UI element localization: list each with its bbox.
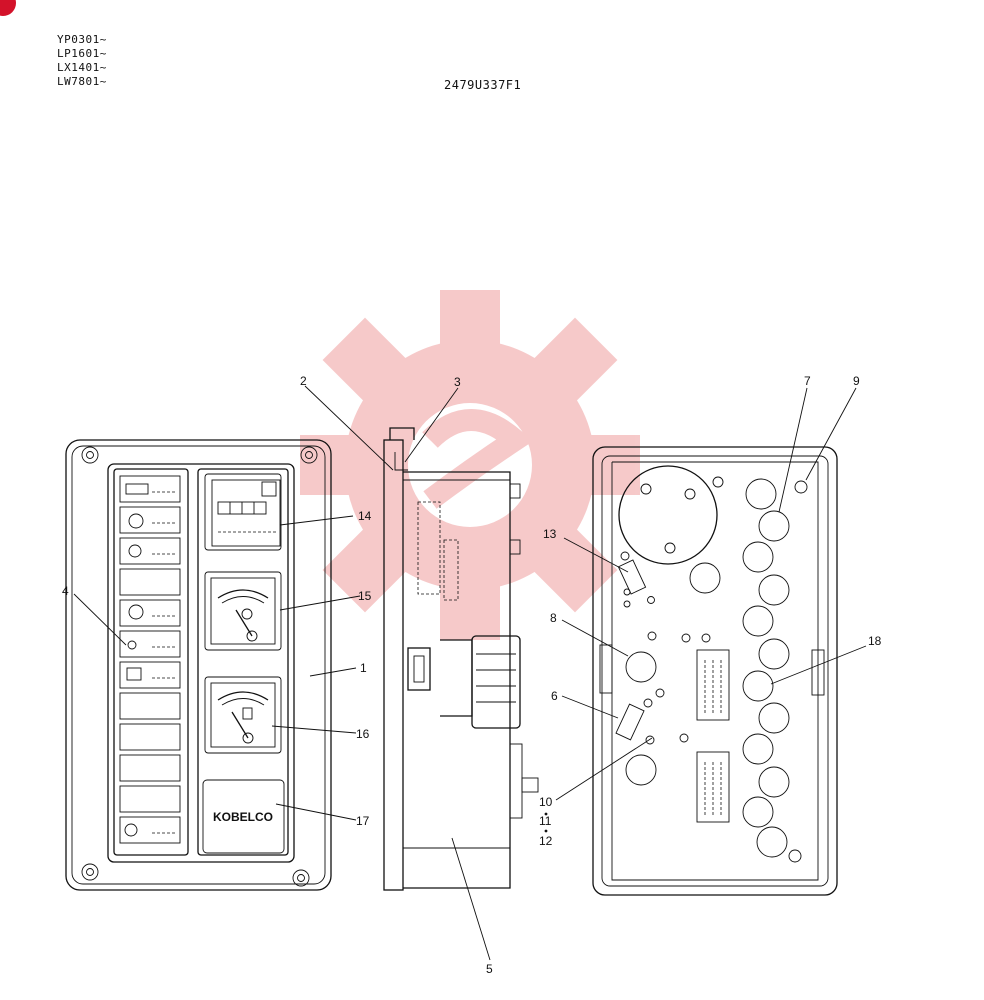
callout-16: 16 [356,727,370,741]
callout-18: 18 [868,634,882,648]
callout-12: 12 [539,834,553,848]
panel-rear-view [592,446,838,896]
front-panel: KOBELCO [65,439,332,891]
watermark-gear [300,290,640,640]
connector-block-upper [696,649,730,721]
separator-dot [544,812,548,816]
serial-number: LX1401~ [57,61,107,74]
callout-4: 4 [62,584,69,598]
lamp-sockets-left [625,562,721,786]
serial-number: YP0301~ [57,33,107,46]
serial-number-block: YP0301~ LP1601~ LX1401~ LW7801~ [57,33,107,89]
resistor-lower [615,703,645,741]
indicator-lamps [119,475,181,844]
callout-7: 7 [804,374,811,388]
callout-14: 14 [358,509,372,523]
callout-6: 6 [551,689,558,703]
panel-side-view [383,427,539,891]
callout-5: 5 [486,962,493,976]
resistor-upper [617,551,647,595]
coolant-temperature-gauge [204,571,282,651]
callout-15: 15 [358,589,372,603]
callout-10: 10 [539,795,553,809]
callout-3: 3 [454,375,461,389]
leader-lines [73,385,867,961]
separator-dot [544,829,548,833]
brand-plate: KOBELCO [202,779,285,854]
corner-mark [0,0,16,16]
callout-9: 9 [853,374,860,388]
callout-1: 1 [360,661,367,675]
drawing-code: 2479U337F1 [444,78,522,92]
panel-brand-label: KOBELCO [213,810,273,824]
terminal-nuts [623,588,711,745]
lamp-sockets-right [742,478,790,858]
serial-number: LW7801~ [57,75,107,88]
callout-17: 17 [356,814,370,828]
callout-13: 13 [543,527,557,541]
callout-2: 2 [300,374,307,388]
serial-number: LP1601~ [57,47,107,60]
callout-labels: 1 2 3 4 5 6 7 8 9 10 11 12 13 14 15 16 1… [62,374,882,976]
connector-block-lower [696,751,730,823]
callout-11: 11 [539,814,552,828]
callout-8: 8 [550,611,557,625]
fuel-gauge [204,676,282,754]
gauge-housing [618,465,718,565]
hour-meter [204,473,282,551]
